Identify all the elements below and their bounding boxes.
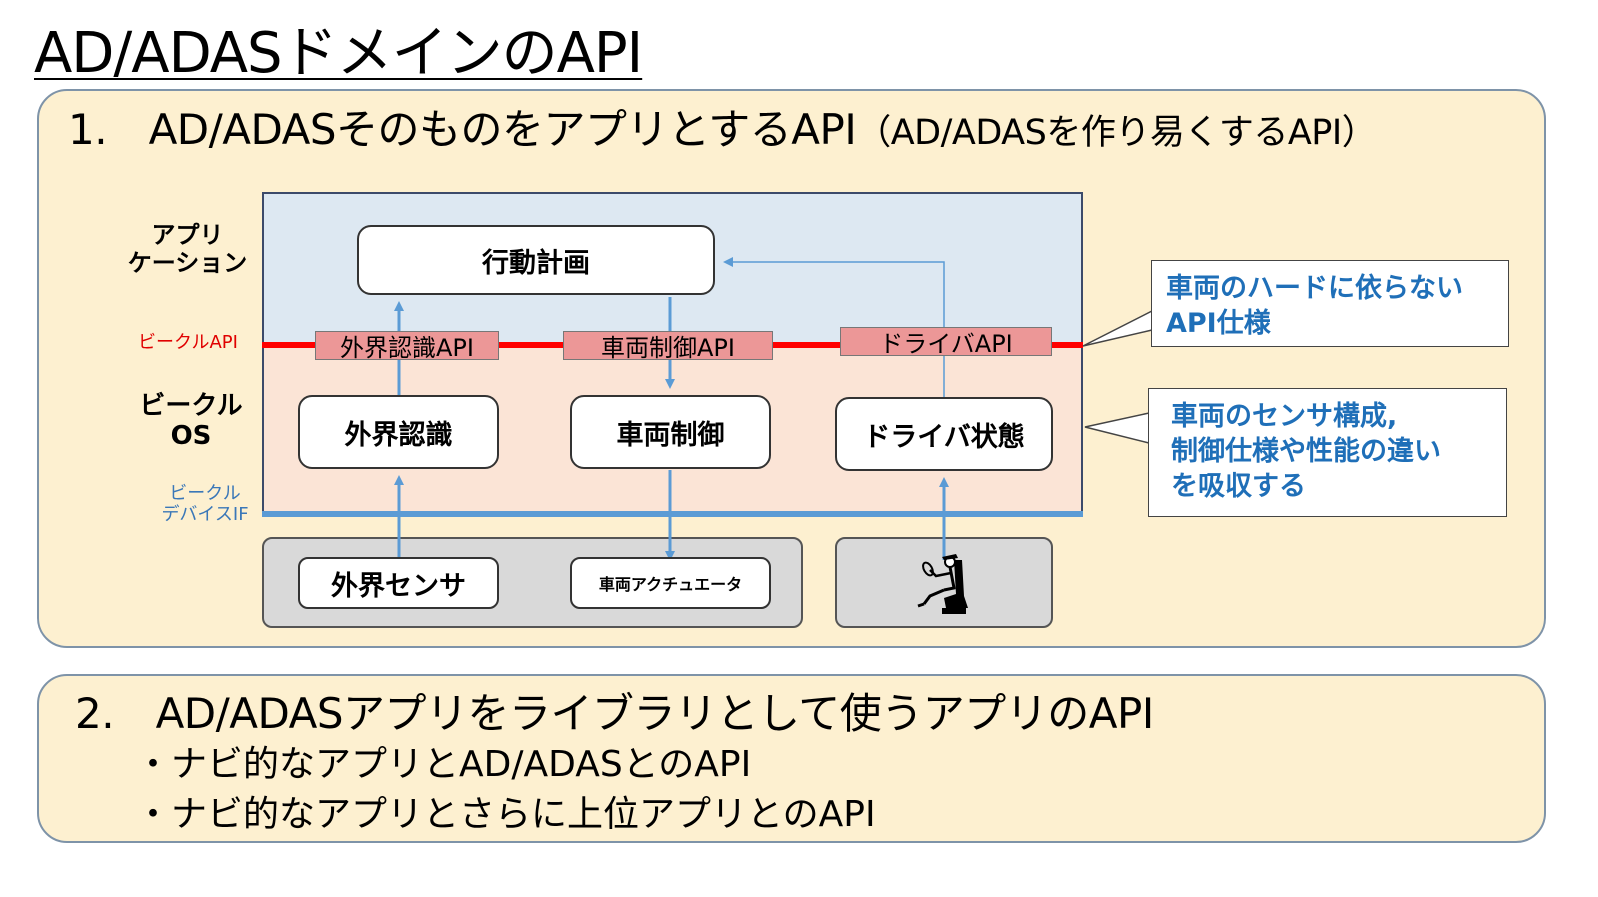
section-2-heading: 2. AD/ADASアプリをライブラリとして使うアプリのAPI xyxy=(75,689,1154,738)
section-1-heading-main: 1. AD/ADASそのものをアプリとするAPI xyxy=(68,105,857,154)
vehicle-actuator-box: 車両アクチュエータ xyxy=(570,557,771,609)
vehicle-os-label-text: ビークル OS xyxy=(139,391,243,451)
callout-2-line-3: を吸収する xyxy=(1171,471,1306,503)
perception-box: 外界認識 xyxy=(298,395,499,469)
application-layer-label: アプリ ケーション xyxy=(120,221,255,277)
section-1-heading: 1. AD/ADASそのものをアプリとするAPI（AD/ADASを作り易くするA… xyxy=(68,96,1377,157)
external-sensor-box: 外界センサ xyxy=(298,557,499,609)
section-2-bullet: ・ナビ的なアプリとさらに上位アプリとのAPI xyxy=(135,794,876,835)
section-2-panel xyxy=(37,674,1546,843)
driver-api-tag: ドライバAPI xyxy=(840,327,1052,358)
behavior-planning-box: 行動計画 xyxy=(357,225,715,295)
callout-absorb-differences: 車両のセンサ構成, 制御仕様や性能の違い を吸収する xyxy=(1148,388,1507,517)
callout-2-line-1: 車両のセンサ構成, xyxy=(1171,401,1398,432)
callout-2-line-2: 制御仕様や性能の違い xyxy=(1171,436,1441,468)
callout-1-line-1: 車両のハードに依らない xyxy=(1166,273,1463,304)
section-1-heading-sub: （AD/ADASを作り易くするAPI） xyxy=(856,113,1377,153)
page-title: AD/ADASドメインのAPI xyxy=(34,21,643,86)
vehicle-os-label: ビークル OS xyxy=(136,391,246,452)
section-2-bullet: ・ナビ的なアプリとAD/ADASとのAPI xyxy=(135,744,752,785)
driver-state-box: ドライバ状態 xyxy=(835,397,1053,471)
perception-api-tag: 外界認識API xyxy=(315,331,499,362)
vehicle-api-label: ビークルAPI xyxy=(138,332,238,353)
callout-hardware-independent: 車両のハードに依らない API仕様 xyxy=(1151,260,1509,347)
device-if-label-text: ビークル デバイスIF xyxy=(161,483,249,525)
vehicle-control-api-tag: 車両制御API xyxy=(563,331,773,362)
callout-1-line-2: API仕様 xyxy=(1166,308,1271,340)
seated-driver-icon xyxy=(917,554,968,614)
device-if-label: ビークル デバイスIF xyxy=(150,483,260,525)
application-layer-label-text: アプリ ケーション xyxy=(127,221,248,277)
vehicle-control-box: 車両制御 xyxy=(570,395,771,469)
